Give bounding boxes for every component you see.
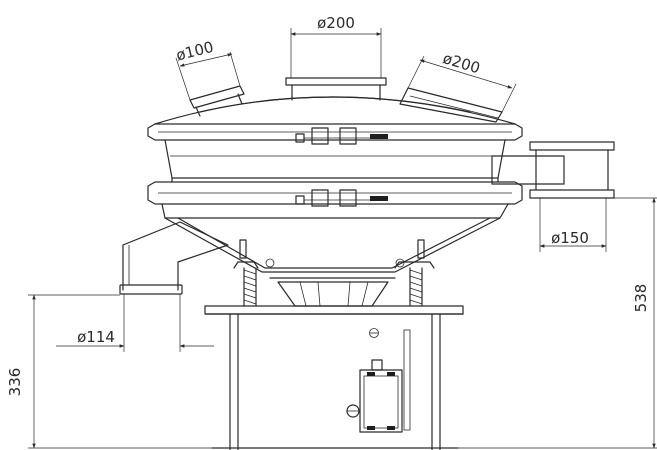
lower-hopper <box>164 217 501 273</box>
dim-inlet-right: ø200 <box>407 49 517 113</box>
left-spring <box>233 239 275 307</box>
upper-clamp <box>295 127 388 145</box>
lower-clamp <box>295 189 388 207</box>
dim-side-outlet-label: ø150 <box>551 229 589 247</box>
dim-bottom-outlet-label: ø114 <box>77 328 115 346</box>
dim-inlet-left: ø100 <box>174 38 241 101</box>
dim-bottom-outlet: ø114 <box>56 294 214 352</box>
earth-symbol <box>369 328 379 338</box>
dim-height-outlet-label: 336 <box>6 368 24 397</box>
dim-height-total: 538 <box>458 197 657 449</box>
sieve-body <box>147 123 523 219</box>
dim-inlet-top: ø200 <box>290 14 382 78</box>
left-inlet <box>189 85 245 117</box>
dim-height-outlet: 336 <box>6 294 212 449</box>
dim-inlet-top-label: ø200 <box>317 14 355 32</box>
dim-height-total-label: 538 <box>632 284 650 313</box>
top-lid <box>154 96 516 125</box>
dim-inlet-left-label: ø100 <box>174 38 215 65</box>
top-inlet <box>285 77 387 101</box>
dim-inlet-right-label: ø200 <box>441 49 482 77</box>
bottom-discharge-spout <box>119 221 229 295</box>
side-outlet <box>491 141 615 199</box>
motor-cone <box>269 277 396 307</box>
base-stand <box>204 305 464 450</box>
motor-junction-box <box>346 359 403 433</box>
dim-side-outlet: ø150 <box>539 198 607 252</box>
